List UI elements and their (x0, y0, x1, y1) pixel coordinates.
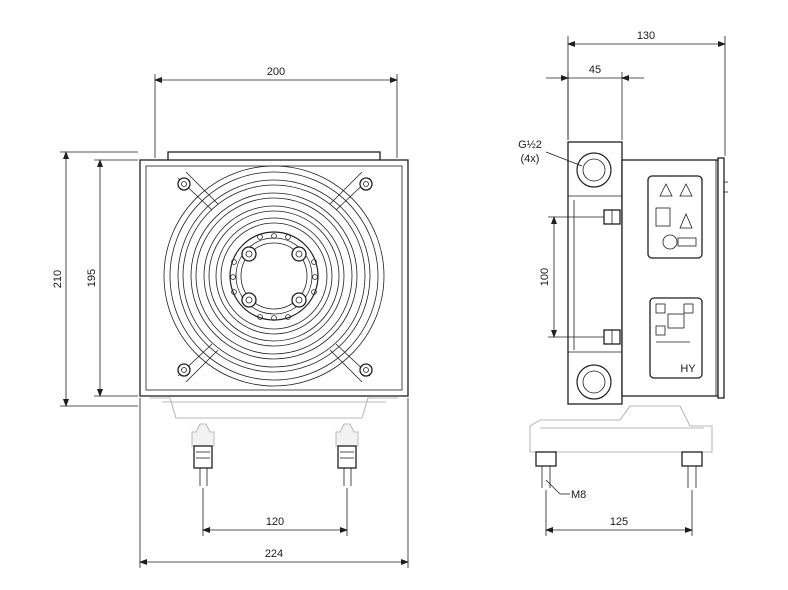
port-callout: G½2 (4x) (518, 139, 583, 167)
front-foot-left (191, 423, 215, 486)
side-end-plate (717, 157, 725, 399)
hub-bolts (241, 246, 307, 308)
dim-mount-spacing-label: 120 (266, 516, 284, 528)
dim-port-offset-label: 45 (589, 64, 601, 76)
side-foot-right (681, 451, 703, 488)
side-port-block (567, 141, 623, 405)
panel-code: HY (680, 363, 696, 375)
dim-port-spacing-label: 100 (539, 268, 551, 286)
dim-height-outer-label: 210 (52, 270, 64, 288)
dim-port-offset: 45 (546, 64, 644, 140)
dim-width-top-label: 200 (267, 66, 285, 78)
thread-label: M8 (571, 489, 586, 501)
thread-callout: M8 (545, 479, 586, 501)
dim-foot-spacing: 125 (545, 490, 693, 536)
dim-depth-total: 130 (567, 30, 726, 156)
side-foot-left (535, 451, 557, 488)
port-bottom (576, 364, 612, 400)
dim-foot-spacing-label: 125 (610, 516, 628, 528)
dim-height-inner-label: 195 (86, 269, 98, 287)
dim-height-inner: 195 (86, 159, 138, 397)
fan-guard (163, 165, 385, 387)
hub-ring-holes (230, 233, 318, 321)
qr-label-panel: HY (649, 297, 703, 379)
dim-mount-spacing: 120 (202, 488, 348, 536)
port-count: (4x) (521, 153, 540, 165)
side-view: HY G½2 (4x) M8 (518, 30, 728, 536)
dim-height-outer: 210 (52, 151, 138, 407)
dim-width-top: 200 (154, 66, 398, 158)
warning-label-panel (647, 175, 703, 259)
dim-width-base-label: 224 (265, 548, 283, 560)
front-housing (139, 159, 409, 397)
screw-bottom-left (177, 343, 219, 383)
side-base (529, 405, 713, 488)
screw-bottom-right (329, 343, 373, 383)
dim-depth-total-label: 130 (637, 30, 655, 42)
front-base (150, 397, 398, 486)
front-foot-right (335, 423, 359, 486)
port-label: G½2 (518, 139, 542, 151)
corner-screws (177, 171, 373, 383)
screw-top-right (329, 171, 373, 211)
port-top (576, 152, 612, 188)
screw-top-left (177, 171, 219, 211)
dim-port-spacing: 100 (539, 216, 604, 338)
front-view: 200 210 195 120 224 (52, 66, 409, 568)
dim-width-base: 224 (139, 398, 409, 568)
